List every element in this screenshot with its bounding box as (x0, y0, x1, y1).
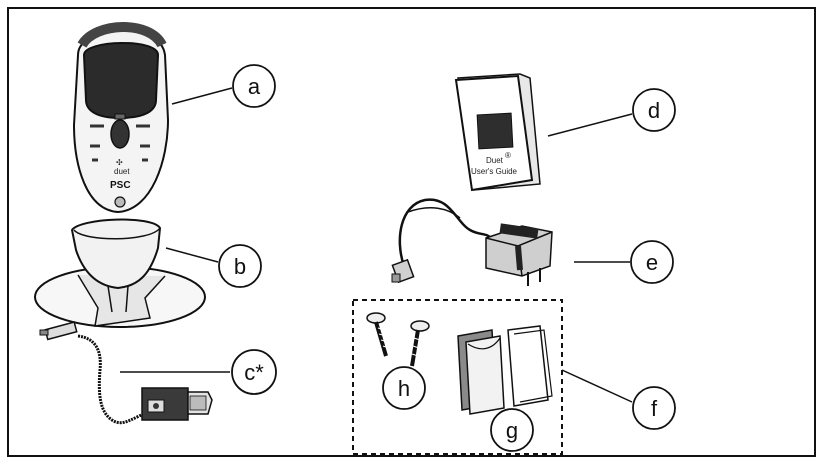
guide-title-sup: ® (505, 151, 511, 160)
callout-g: g (490, 408, 534, 452)
scanner-logo-icon: ✣ (116, 158, 123, 167)
scanner-head: duet PSC ✣ (72, 22, 170, 214)
callout-e-label: e (646, 250, 658, 275)
adhesive-pads (457, 325, 553, 415)
leader-lines (120, 87, 633, 403)
callout-f-label: f (651, 396, 658, 421)
callout-d: d (632, 88, 676, 132)
scanner-brand-text: PSC (110, 180, 131, 191)
leader-line-b (165, 247, 219, 263)
users-guide-booklet: Duet ® User's Guide (454, 73, 541, 192)
leader-line-d (547, 113, 633, 137)
leader-line-a (171, 87, 233, 105)
scanner-model-text: duet (114, 167, 130, 176)
callout-f: f (632, 386, 676, 430)
callout-c: c* (231, 349, 277, 395)
power-supply (391, 198, 553, 286)
callout-e: e (630, 240, 674, 284)
mounting-screws (366, 312, 430, 367)
callout-c-label: c* (244, 360, 264, 385)
callout-a-label: a (248, 74, 261, 99)
callout-a: a (232, 64, 276, 108)
guide-title-line1: Duet (486, 156, 504, 165)
callout-b-label: b (234, 254, 246, 279)
leader-line-f (561, 369, 633, 403)
callout-h: h (382, 366, 426, 410)
callout-d-label: d (648, 98, 660, 123)
guide-title-line2: User's Guide (471, 167, 518, 176)
accessory-kit-box (352, 299, 563, 455)
callout-b: b (218, 244, 262, 288)
interface-cable (39, 321, 213, 425)
scanner-stand (34, 218, 206, 328)
callout-h-label: h (398, 376, 410, 401)
callout-g-label: g (506, 418, 518, 443)
